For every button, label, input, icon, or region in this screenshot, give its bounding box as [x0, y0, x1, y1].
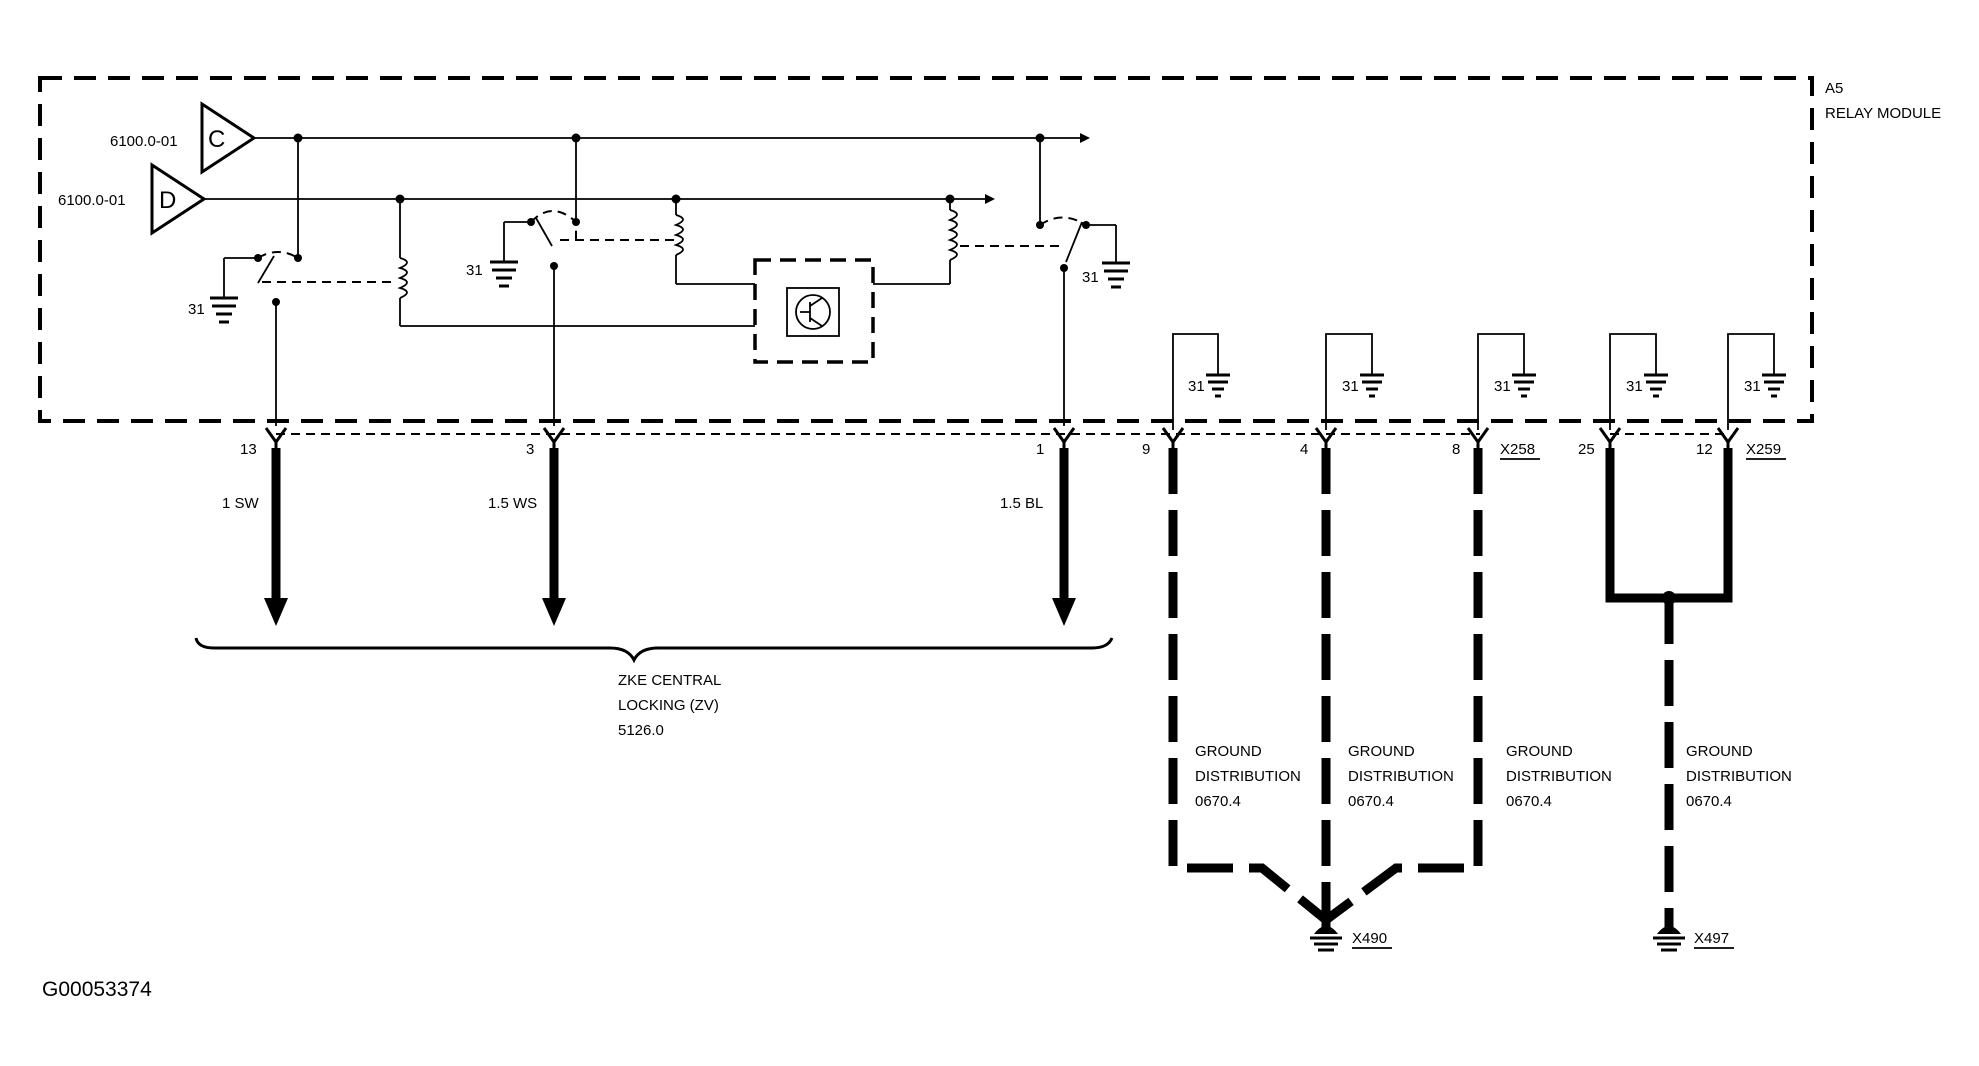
- ground-label-relay1: 31: [188, 301, 205, 318]
- ground-label-strap-12: 31: [1744, 378, 1761, 395]
- destination-line2: LOCKING (ZV): [618, 697, 719, 714]
- figure-id: G00053374: [42, 978, 152, 1001]
- connector-x259: X259: [1746, 441, 1781, 458]
- input-c-letter: C: [208, 126, 225, 153]
- ground-point-x490: X490: [1352, 930, 1387, 947]
- ground-dist-4-line2: DISTRIBUTION: [1686, 768, 1792, 785]
- ground-label-strap-9: 31: [1188, 378, 1205, 395]
- ground-dist-2-line1: GROUND: [1348, 743, 1415, 760]
- ground-symbol-x497: [1653, 926, 1685, 952]
- ground-dist-3-line2: DISTRIBUTION: [1506, 768, 1612, 785]
- relay-3: [947, 138, 1130, 426]
- ground-dist-1-line3: 0670.4: [1195, 793, 1241, 810]
- destination-line3: 5126.0: [618, 722, 664, 739]
- ground-wires-x490: [1168, 448, 1483, 930]
- internal-ground-straps: [1172, 333, 1786, 430]
- ground-dist-1-line2: DISTRIBUTION: [1195, 768, 1301, 785]
- ground-label-strap-4: 31: [1342, 378, 1359, 395]
- ground-dist-2-line2: DISTRIBUTION: [1348, 768, 1454, 785]
- ground-dist-4-line1: GROUND: [1686, 743, 1753, 760]
- ground-label-strap-25: 31: [1626, 378, 1643, 395]
- connector-x258: X258: [1500, 441, 1535, 458]
- pin-12: 12: [1696, 441, 1713, 458]
- wire-color-pin3: 1.5 WS: [488, 495, 537, 512]
- output-wires: [264, 448, 1076, 626]
- destination-line1: ZKE CENTRAL: [618, 672, 721, 689]
- wire-color-pin1: 1.5 BL: [1000, 495, 1043, 512]
- input-d-ref: 6100.0-01: [58, 192, 126, 209]
- ground-dist-1-line1: GROUND: [1195, 743, 1262, 760]
- bus-junctions: [293, 133, 1045, 204]
- pin-4: 4: [1300, 441, 1308, 458]
- pin-3: 3: [526, 441, 534, 458]
- input-c-triangle: [200, 101, 257, 175]
- pin-9: 9: [1142, 441, 1150, 458]
- pin-13: 13: [240, 441, 257, 458]
- destination-brace: [194, 637, 1114, 664]
- relay-1: [210, 138, 755, 426]
- wire-color-pin13: 1 SW: [222, 495, 260, 512]
- ground-label-strap-8: 31: [1494, 378, 1511, 395]
- module-name: RELAY MODULE: [1825, 105, 1941, 122]
- relay-2: [490, 138, 755, 426]
- pin-8: 8: [1452, 441, 1460, 458]
- ground-dist-3-line3: 0670.4: [1506, 793, 1552, 810]
- input-d-triangle: [150, 162, 207, 236]
- ground-dist-3-line1: GROUND: [1506, 743, 1573, 760]
- input-c-ref: 6100.0-01: [110, 133, 178, 150]
- control-unit: [753, 258, 950, 364]
- ground-dist-4-line3: 0670.4: [1686, 793, 1732, 810]
- ground-label-relay2: 31: [466, 262, 483, 279]
- relay-module-boundary: [38, 76, 1814, 423]
- pin-25: 25: [1578, 441, 1595, 458]
- ground-point-x497: X497: [1694, 930, 1729, 947]
- input-d-letter: D: [159, 187, 176, 214]
- pin-1: 1: [1036, 441, 1044, 458]
- ground-wires-x497: [1605, 448, 1733, 930]
- module-id: A5: [1825, 80, 1843, 97]
- ground-dist-2-line3: 0670.4: [1348, 793, 1394, 810]
- ground-symbol-x490: [1310, 926, 1342, 952]
- ground-label-relay3: 31: [1082, 269, 1099, 286]
